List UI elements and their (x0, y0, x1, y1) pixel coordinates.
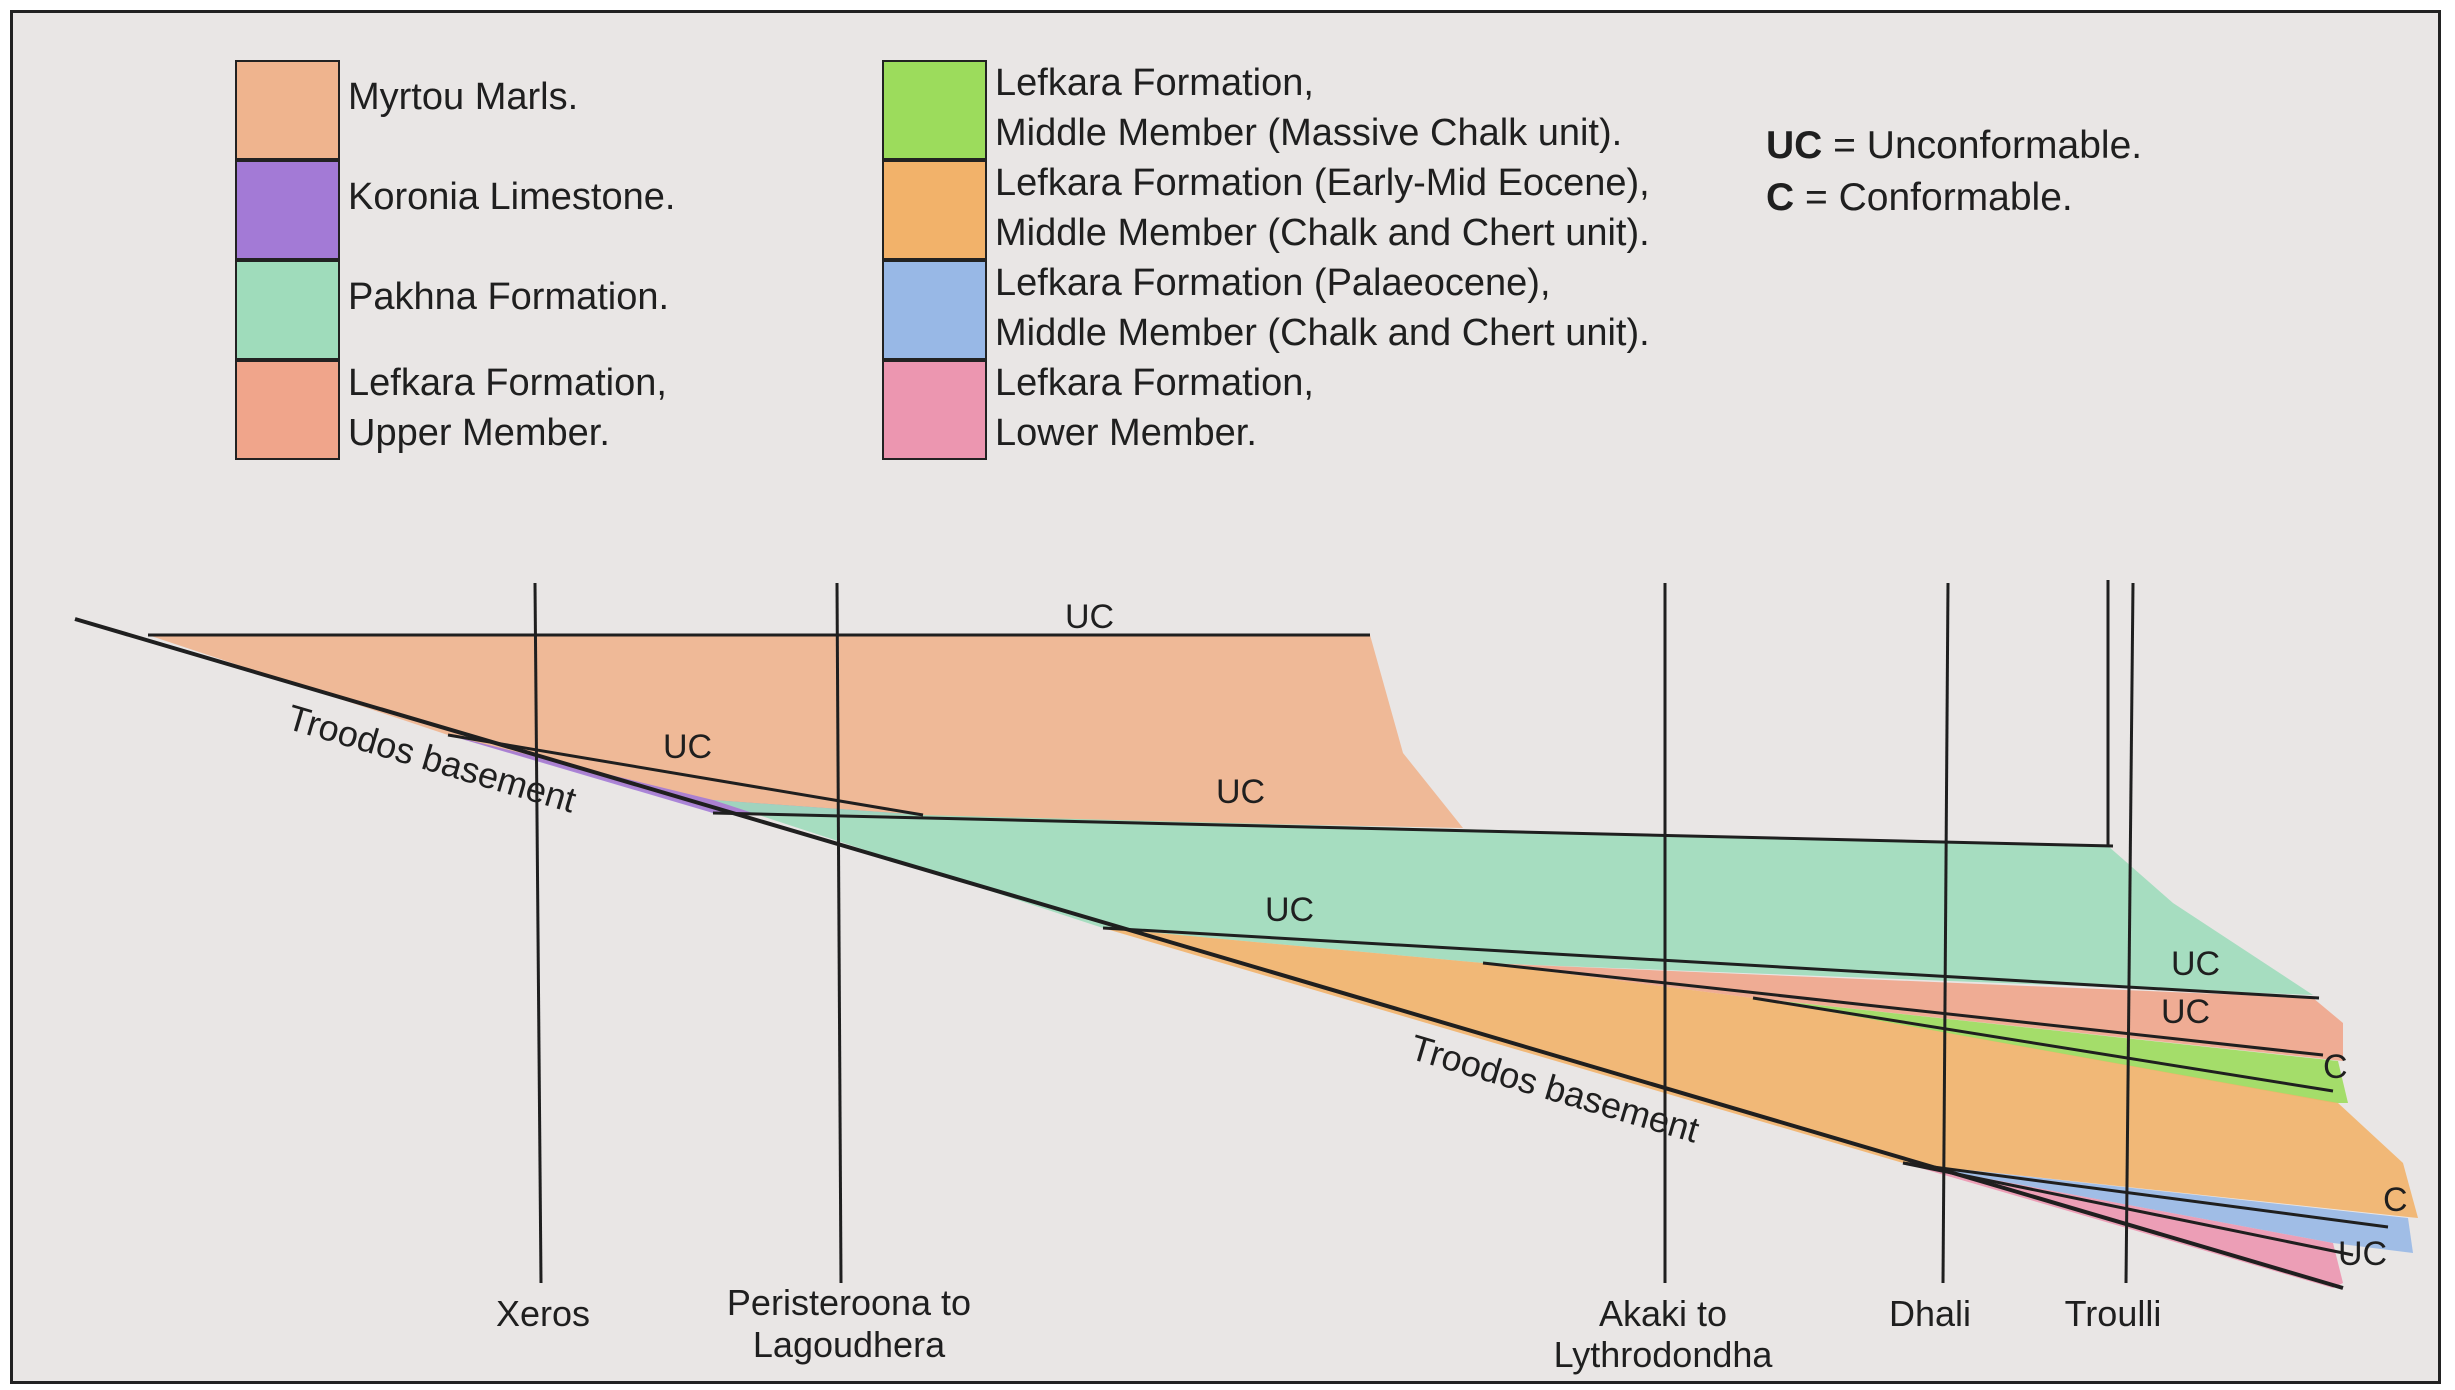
legend-swatch (882, 360, 987, 460)
abbreviation-key: UC = Unconformable. C = Conformable. (1766, 120, 2142, 224)
legend-label: Koronia Limestone. (348, 172, 675, 222)
key-uc-line: UC = Unconformable. (1766, 120, 2142, 172)
legend-item-lefkara-massive-chalk: Lefkara Formation, Middle Member (Massiv… (882, 60, 1650, 160)
contact-labels: UC UC UC UC UC UC C C UC (663, 598, 2408, 1273)
contact-label: UC (1216, 773, 1265, 811)
legend-label: Lefkara Formation (Early-Mid Eocene), Mi… (995, 158, 1650, 258)
lefkara-mid-top-line (1482, 961, 2324, 1057)
legend-item-lefkara-palaeocene-chert: Lefkara Formation (Palaeocene), Middle M… (882, 260, 1650, 360)
legend-swatch (882, 160, 987, 260)
legend-label-line: Middle Member (Chalk and Chert unit). (995, 212, 1650, 254)
key-c-line: C = Conformable. (1766, 172, 2142, 224)
locality-label-peristeroona: Peristeroona to (727, 1282, 971, 1323)
legend-label: Lefkara Formation, Middle Member (Massiv… (995, 58, 1622, 158)
pakhna-formation-layer (713, 800, 2313, 995)
legend-label-line: Lefkara Formation, (995, 362, 1314, 404)
legend-item-myrtou-marls: Myrtou Marls. (235, 60, 675, 160)
legend-label-line: Lefkara Formation (Early-Mid Eocene), (995, 162, 1650, 204)
cross-section-diagram: UC UC UC UC UC UC C C UC Troodos basemen… (74, 580, 2418, 1375)
locality-label-dhali: Dhali (1889, 1293, 1971, 1334)
legend-item-koronia-limestone: Koronia Limestone. (235, 160, 675, 260)
legend-swatch (882, 60, 987, 160)
legend-right-column: Lefkara Formation, Middle Member (Massiv… (882, 60, 1650, 460)
locality-label-akaki: Akaki to (1599, 1293, 1727, 1334)
legend-label-line: Lefkara Formation, (348, 362, 667, 404)
legend-label-line: Middle Member (Massive Chalk unit). (995, 112, 1623, 154)
locality-label-xeros: Xeros (496, 1293, 590, 1334)
contact-label: C (2323, 1048, 2348, 1086)
legend-label-line: Lefkara Formation (Palaeocene), (995, 262, 1551, 304)
key-uc-text: = Unconformable. (1822, 124, 2143, 167)
key-c-abbr: C (1766, 176, 1795, 219)
legend-swatch (882, 260, 987, 360)
locality-label-lagoudhera: Lagoudhera (753, 1324, 946, 1365)
key-c-text: = Conformable. (1794, 176, 2073, 219)
legend-label-line: Middle Member (Chalk and Chert unit). (995, 312, 1650, 354)
koronia-top-line (447, 733, 924, 817)
legend-left-column: Myrtou Marls. Koronia Limestone. Pakhna … (235, 60, 675, 460)
legend-label-line: Myrtou Marls. (348, 76, 579, 118)
contact-lines (74, 580, 2389, 1290)
locality-lines (533, 582, 2135, 1284)
legend-label-line: Upper Member. (348, 412, 610, 454)
legend-label: Lefkara Formation, Upper Member. (348, 358, 667, 458)
legend-label-line: Koronia Limestone. (348, 176, 676, 218)
legend-swatch (235, 60, 340, 160)
locality-label-troulli: Troulli (2065, 1293, 2162, 1334)
legend-item-lefkara-lower: Lefkara Formation, Lower Member. (882, 360, 1650, 460)
lefkara-massive-chalk-layer (1753, 998, 2348, 1103)
legend-label: Lefkara Formation, Lower Member. (995, 358, 1314, 458)
contact-label: C (2383, 1181, 2408, 1219)
legend-label-line: Pakhna Formation. (348, 276, 670, 318)
locality-line-xeros (533, 582, 543, 1284)
contact-label: UC (2338, 1235, 2387, 1273)
contact-label: UC (2161, 993, 2210, 1031)
legend-swatch (235, 360, 340, 460)
locality-line-troulli (2124, 582, 2135, 1284)
locality-line-peristeroona (835, 582, 843, 1284)
lefkara-upper-top-line (1102, 926, 2320, 1000)
massive-chalk-top-line (1752, 996, 2334, 1093)
key-uc-abbr: UC (1766, 124, 1823, 167)
legend-label-line: Lefkara Formation, (995, 62, 1314, 104)
legend-label-line: Lower Member. (995, 412, 1257, 454)
locality-label-lythrodondha: Lythrodondha (1554, 1334, 1774, 1375)
locality-line-dhali (1941, 582, 1950, 1284)
contact-label: UC (663, 728, 712, 766)
legend-label: Myrtou Marls. (348, 72, 578, 122)
legend-swatch (235, 160, 340, 260)
eocene-chert-top-line (1902, 1161, 2389, 1229)
strata-fills (148, 635, 2418, 1288)
pakhna-top-line (712, 811, 2114, 848)
contact-label: UC (1065, 598, 1114, 636)
contact-label: UC (2171, 945, 2220, 983)
legend-label: Lefkara Formation (Palaeocene), Middle M… (995, 258, 1650, 358)
legend-item-lefkara-upper: Lefkara Formation, Upper Member. (235, 360, 675, 460)
lefkara-eocene-chert-layer (1103, 928, 2418, 1218)
contact-label: UC (1265, 891, 1314, 929)
legend-label: Pakhna Formation. (348, 272, 669, 322)
figure-frame: Myrtou Marls. Koronia Limestone. Pakhna … (10, 10, 2441, 1384)
legend-swatch (235, 260, 340, 360)
myrtou-marls-layer (148, 635, 1463, 828)
locality-labels: Xeros Peristeroona to Lagoudhera Akaki t… (496, 1282, 2161, 1375)
legend-item-lefkara-eocene-chert: Lefkara Formation (Early-Mid Eocene), Mi… (882, 160, 1650, 260)
legend-item-pakhna-formation: Pakhna Formation. (235, 260, 675, 360)
lefkara-palaeocene-chert-layer (1903, 1163, 2413, 1253)
